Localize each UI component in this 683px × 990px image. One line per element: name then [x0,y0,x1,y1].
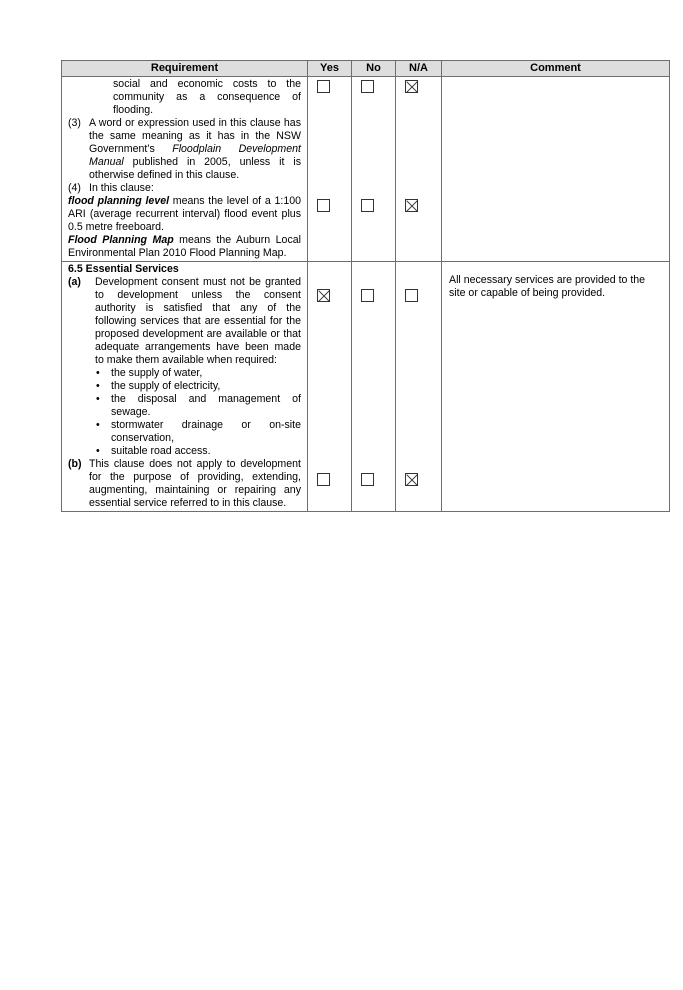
clause-item-a: (a) Development consent must not be gran… [68,276,301,367]
list-item: •suitable road access. [96,445,211,457]
definition-term: Flood Planning Map [68,234,174,246]
header-requirement: Requirement [61,60,308,77]
item-text: Development consent must not be granted … [95,276,301,366]
checkbox-na[interactable] [405,80,418,93]
header-no: No [351,60,396,77]
requirement-cell: social and economic costs to the communi… [61,76,308,262]
clause-item-4: (4) In this clause: [68,182,301,195]
header-yes: Yes [307,60,352,77]
na-cell [395,76,442,262]
comment-cell: All necessary services are provided to t… [441,261,670,512]
header-comment: Comment [441,60,670,77]
comment-cell [441,76,670,262]
section-heading: 6.5 Essential Services [68,263,179,275]
no-cell [351,76,396,262]
list-item: •stormwater drainage or on-site conserva… [96,419,301,444]
table-row: social and economic costs to the communi… [61,76,670,262]
requirements-table: Requirement Yes No N/A Comment social an… [61,60,670,512]
no-cell [351,261,396,512]
item-label: (a) [68,276,81,288]
header-row: Requirement Yes No N/A Comment [61,60,670,77]
manual-title: Floodplain Development Manual [89,143,301,168]
list-item: •the supply of electricity, [96,380,221,392]
item-text: This clause does not apply to developmen… [89,458,301,509]
checkbox-na[interactable] [405,199,418,212]
bullet-icon: • [96,393,100,405]
bullet-icon: • [96,419,100,431]
requirement-cell: 6.5 Essential Services (a) Development c… [61,261,308,512]
list-item: •the disposal and management of sewage. [96,393,301,418]
item-number: (4) [68,182,81,194]
yes-cell [307,76,352,262]
checkbox-na[interactable] [405,289,418,302]
continued-text: social and economic costs to the communi… [113,78,301,116]
bullet-icon: • [96,380,100,392]
definition-term: flood planning level [68,195,170,207]
checkbox-no[interactable] [361,473,374,486]
checkbox-no[interactable] [361,199,374,212]
clause-item-b: (b) This clause does not apply to develo… [68,458,301,510]
checkbox-yes[interactable] [317,80,330,93]
header-na: N/A [395,60,442,77]
checkbox-no[interactable] [361,80,374,93]
checkbox-na[interactable] [405,473,418,486]
na-cell [395,261,442,512]
item-text: A word or expression used in this clause… [89,117,301,181]
item-text: In this clause: [89,182,154,194]
item-number: (3) [68,117,81,129]
definition-flood-planning-level: flood planning level means the level of … [68,195,301,233]
list-item: •the supply of water, [96,367,203,379]
checkbox-yes[interactable] [317,289,330,302]
checkbox-yes[interactable] [317,473,330,486]
clause-item-3: (3) A word or expression used in this cl… [68,117,301,182]
table-row: 6.5 Essential Services (a) Development c… [61,261,670,512]
bullet-icon: • [96,445,100,457]
bullet-icon: • [96,367,100,379]
checkbox-no[interactable] [361,289,374,302]
item-label: (b) [68,458,82,470]
checkbox-yes[interactable] [317,199,330,212]
definition-flood-planning-map: Flood Planning Map means the Auburn Loca… [68,234,301,259]
yes-cell [307,261,352,512]
